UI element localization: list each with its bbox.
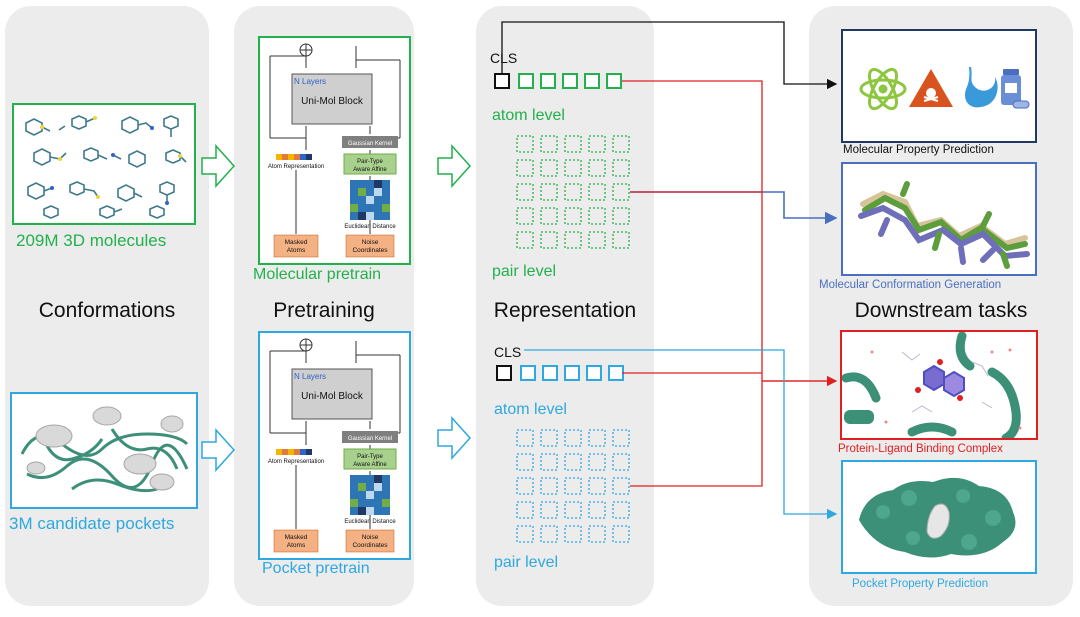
task-conformation-image [841,162,1037,276]
molecules-image [12,103,196,225]
n-layers-label: N Layers [294,77,326,86]
coordinates-label: Coordinates [352,542,388,549]
task-binding-label: Protein-Ligand Binding Complex [838,443,1003,455]
wire-cls-to-property [501,21,838,90]
representation-header: Representation [493,299,637,322]
atoms-label: Atoms [287,247,306,254]
aware-affine-label: Aware Affine [353,167,387,173]
noise-label: Noise [362,239,379,246]
downstream-header: Downstream tasks [854,299,1028,322]
euclidean-distance-label: Euclidean Distance [344,224,396,230]
flow-arrow-pocket-1 [201,428,236,472]
gaussian-kernel-label: Gaussian Kernel [348,436,392,442]
cls-label-top: CLS [490,50,518,66]
task-property-image [841,29,1037,143]
hazard-icon [909,69,953,107]
masked-label: Masked [285,534,308,541]
pretraining-header: Pretraining [273,299,375,322]
atom-level-label-top: atom level [492,107,565,124]
atom-icon [859,67,907,111]
binding-complex-picture [841,331,1036,443]
pair-grid-bottom [516,429,630,543]
masked-label: Masked [285,239,308,246]
pockets-picture [20,406,189,493]
stomach-icon [965,67,998,108]
pocket-pretrain-caption: Pocket pretrain [262,560,370,577]
pair-level-label-bottom: pair level [494,554,559,571]
atom-tokens-bottom [520,365,624,381]
task-pocket-label: Pocket Property Prediction [852,578,989,590]
pair-type-label: Pair-Type [357,159,383,165]
conformations-header: Conformations [38,299,176,322]
cls-token-bottom [496,365,512,381]
wire-cls-to-pocket-property [524,349,838,520]
conformation-picture [858,181,1030,269]
flow-arrow-mol-2 [437,144,472,188]
task-pocket-image [841,460,1037,574]
cls-token-top [494,73,510,89]
distance-matrix [350,475,390,515]
molecular-pretrain-caption: Molecular pretrain [253,266,382,283]
pair-grid-top [516,135,630,249]
wire-pair-to-conformation [630,191,838,225]
atom-representation-label: Atom Representation [268,459,324,465]
property-icons [859,67,1030,111]
unimol-block-label: Uni-Mol Block [301,96,364,107]
atom-tokens-top [518,73,622,89]
atom-level-label-bottom: atom level [494,401,567,418]
pocket-surface-picture [859,477,1016,558]
n-layers-label: N Layers [294,372,326,381]
pocket-pretrain-box: N Layers Uni-Mol Block Gaussian Kernel P… [258,331,411,560]
atoms-label: Atoms [287,542,306,549]
gaussian-kernel-label: Gaussian Kernel [348,141,392,147]
medicine-bottle-icon [1001,69,1030,109]
cls-label-bottom: CLS [494,344,522,360]
wire-to-binding-complex [622,80,836,487]
molecular-unimol-diagram: N Layers Uni-Mol Block Gaussian Kernel P… [268,43,401,258]
task-conformation-label: Molecular Conformation Generation [819,279,1002,291]
flow-arrow-pocket-2 [437,416,472,460]
distance-matrix [350,180,390,220]
atom-representation-label: Atom Representation [268,164,324,170]
task-binding-image [840,330,1038,443]
noise-label: Noise [362,534,379,541]
unimol-block-label: Uni-Mol Block [301,391,364,402]
coordinates-label: Coordinates [352,247,388,254]
molecules-caption: 209M 3D molecules [16,231,167,250]
pair-type-label: Pair-Type [357,454,383,460]
molecular-pretrain-box: N Layers Uni-Mol Block Gaussian Kernel P… [258,36,411,265]
pocket-unimol-diagram: N Layers Uni-Mol Block Gaussian Kernel P… [268,338,401,553]
pair-level-label-top: pair level [492,263,557,280]
pockets-image [10,392,198,509]
flow-arrow-mol-1 [201,144,236,188]
aware-affine-label: Aware Affine [353,462,387,468]
pockets-caption: 3M candidate pockets [9,514,175,533]
molecules-picture [25,115,187,219]
euclidean-distance-label: Euclidean Distance [344,519,396,525]
task-property-label: Molecular Property Prediction [843,144,994,156]
